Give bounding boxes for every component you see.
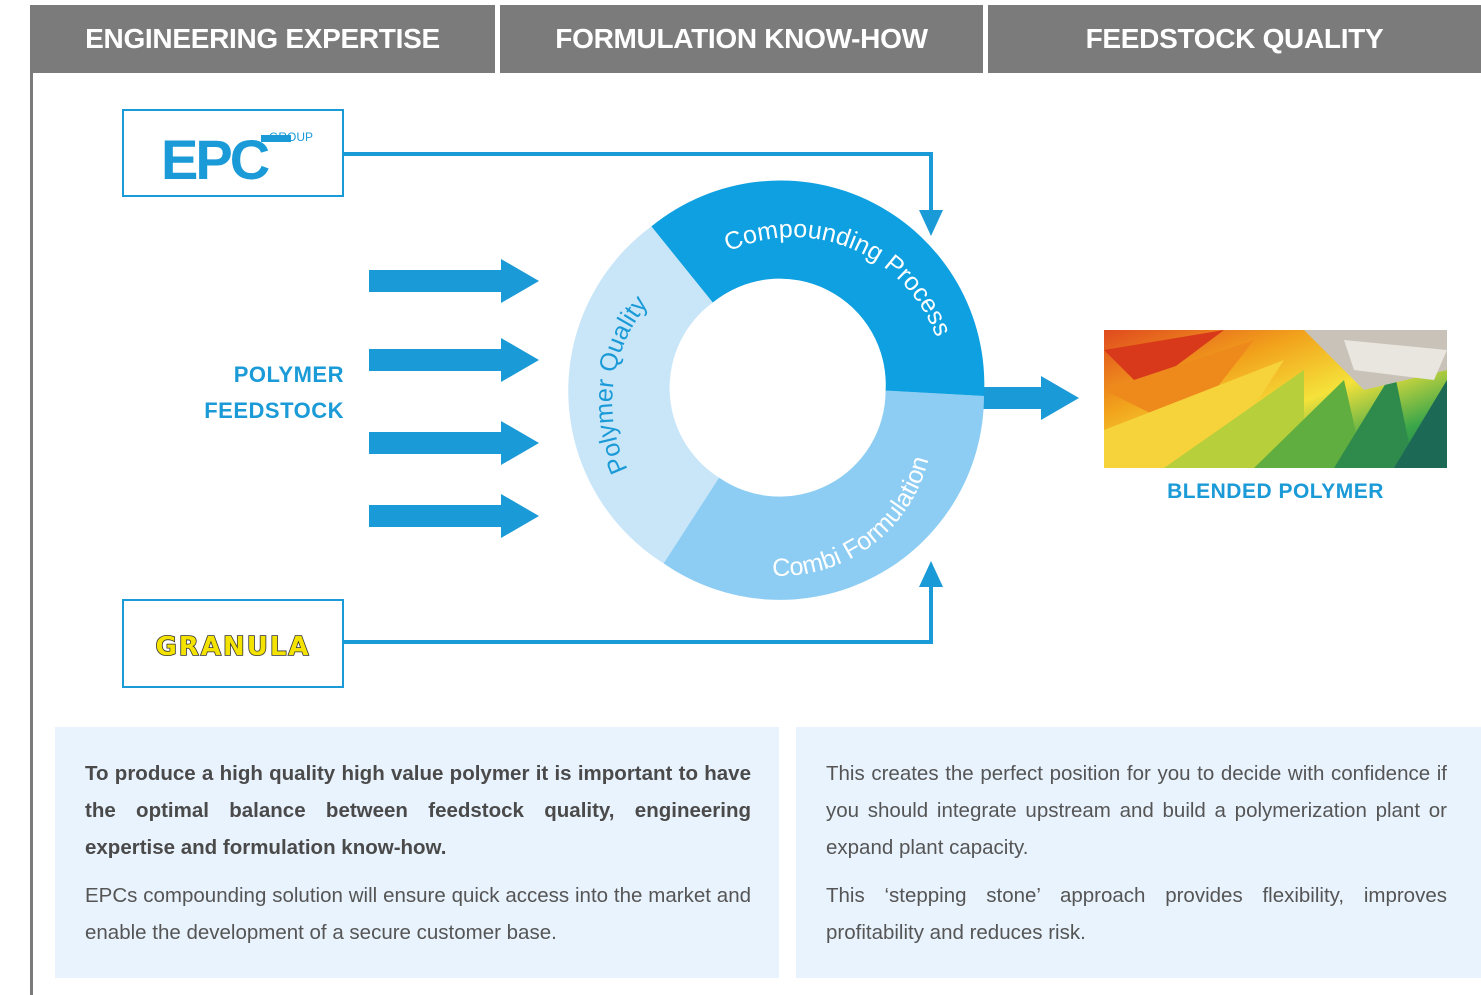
svg-text:GROUP: GROUP	[269, 130, 313, 144]
header-engineering-expertise: ENGINEERING EXPERTISE	[30, 5, 495, 73]
header-formulation-know-how: FORMULATION KNOW-HOW	[500, 5, 983, 73]
svg-text:GRANULA: GRANULA	[155, 632, 310, 662]
cycle-ring: Compounding Process Polymer Quality Comb…	[568, 180, 985, 600]
epc-group-logo: EPC GROUP	[161, 128, 313, 183]
feedstock-label-line-1: POLYMER	[233, 362, 344, 387]
epc-connector-arrow	[344, 152, 943, 236]
left-panel-body: EPCs compounding solution will ensure qu…	[85, 884, 751, 944]
header-bar: ENGINEERING EXPERTISE FORMULATION KNOW-H…	[30, 5, 1481, 73]
right-panel-paragraph-2: This ‘stepping stone’ approach provides …	[826, 884, 1447, 944]
header-feedstock-quality: FEEDSTOCK QUALITY	[988, 5, 1481, 73]
polymer-feedstock-label: POLYMER FEEDSTOCK	[150, 357, 344, 429]
cycle-segment-combi-formulation	[663, 390, 984, 600]
feedstock-arrow-4	[369, 494, 539, 538]
feedstock-arrow-3	[369, 421, 539, 465]
granula-logo: GRANULA	[155, 631, 310, 663]
output-arrow	[983, 376, 1079, 420]
frame-left-border	[30, 73, 33, 995]
info-panel-left: To produce a high quality high value pol…	[55, 727, 779, 978]
feedstock-arrow-1	[369, 259, 539, 303]
feedstock-label-line-2: FEEDSTOCK	[204, 398, 344, 423]
epc-group-logo-box: EPC GROUP	[122, 109, 344, 197]
right-panel-paragraph-1: This creates the perfect position for yo…	[826, 762, 1447, 859]
process-diagram: Compounding Process Polymer Quality Comb…	[344, 152, 1079, 644]
granula-logo-box: GRANULA	[122, 599, 344, 688]
cycle-segment-compounding-process	[651, 180, 985, 396]
cycle-segment-polymer-quality	[568, 226, 720, 564]
blended-polymer-label: BLENDED POLYMER	[1167, 480, 1384, 503]
left-panel-intro: To produce a high quality high value pol…	[85, 762, 751, 859]
svg-text:EPC: EPC	[161, 128, 269, 183]
feedstock-arrow-2	[369, 338, 539, 382]
color-fan-image	[1104, 330, 1447, 468]
info-panel-right: This creates the perfect position for yo…	[796, 727, 1481, 978]
granula-connector-arrow	[344, 561, 943, 644]
